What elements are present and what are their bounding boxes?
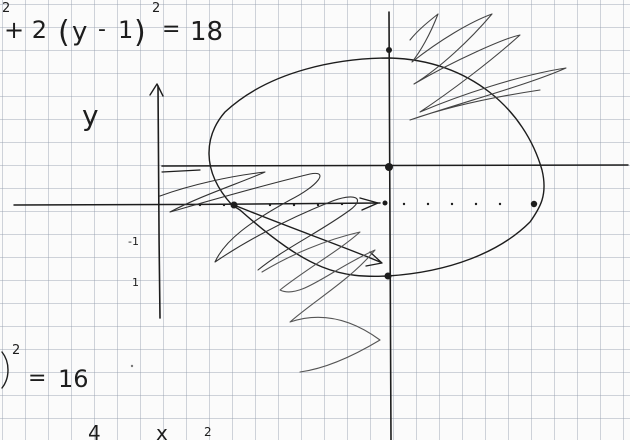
stray-mark <box>130 364 134 368</box>
y-axis-left-arrow <box>149 83 164 97</box>
ellipse-curve <box>208 57 545 277</box>
scribble-middle <box>261 231 381 373</box>
y-axis-right <box>388 11 392 440</box>
scribble-left <box>159 171 358 271</box>
eq-top-lead: + 2 <box>4 16 47 44</box>
eq-top-exponent-left: 2 <box>2 1 10 16</box>
equation-top: 2 + 2 ( y - 1 ) 2 = 18 <box>2 1 223 50</box>
point-right-vertex <box>530 200 538 208</box>
x-axis-upper-stub <box>161 169 201 173</box>
x-axis-upper <box>161 163 629 167</box>
bottom-fragment-a: 4 <box>88 421 101 440</box>
eq-left-paren <box>1 351 9 389</box>
bottom-fragment-c: 2 <box>204 425 212 439</box>
eq-top-exponent-right: 2 <box>152 1 160 16</box>
eq-top-rhs: 18 <box>190 17 223 47</box>
bottom-fragments: 4 x 2 <box>88 421 212 440</box>
diagonal-arrow-head <box>365 251 383 267</box>
eq-top-paren-open: ( <box>58 15 70 50</box>
point-center <box>385 163 393 171</box>
point-axis <box>382 200 388 206</box>
equation-left: 2 = 16 <box>1 343 89 393</box>
point-bottom <box>384 272 392 280</box>
bottom-fragment-b: x <box>156 421 168 440</box>
diagonal-arrow <box>233 204 381 263</box>
y-axis-label: y <box>82 99 99 132</box>
eq-top-minus: - <box>98 17 106 42</box>
point-top <box>386 47 392 53</box>
eq-left-exponent: 2 <box>12 343 20 358</box>
x-axis-tick-dots <box>198 202 502 207</box>
eq-left-equals: = <box>28 366 46 391</box>
eq-left-rhs: 16 <box>58 365 89 393</box>
tick-label-minus-one: -1 <box>128 235 139 248</box>
tick-label-one: 1 <box>132 276 139 289</box>
eq-top-one: 1 <box>118 16 133 44</box>
eq-top-paren-close: ) <box>134 15 146 50</box>
eq-top-equals: = <box>162 17 180 42</box>
scribble-right <box>409 13 567 121</box>
y-axis-left <box>157 85 161 319</box>
x-axis-lower-arrow <box>359 197 379 211</box>
key-points <box>230 47 538 280</box>
eq-top-variable: y <box>72 17 87 47</box>
